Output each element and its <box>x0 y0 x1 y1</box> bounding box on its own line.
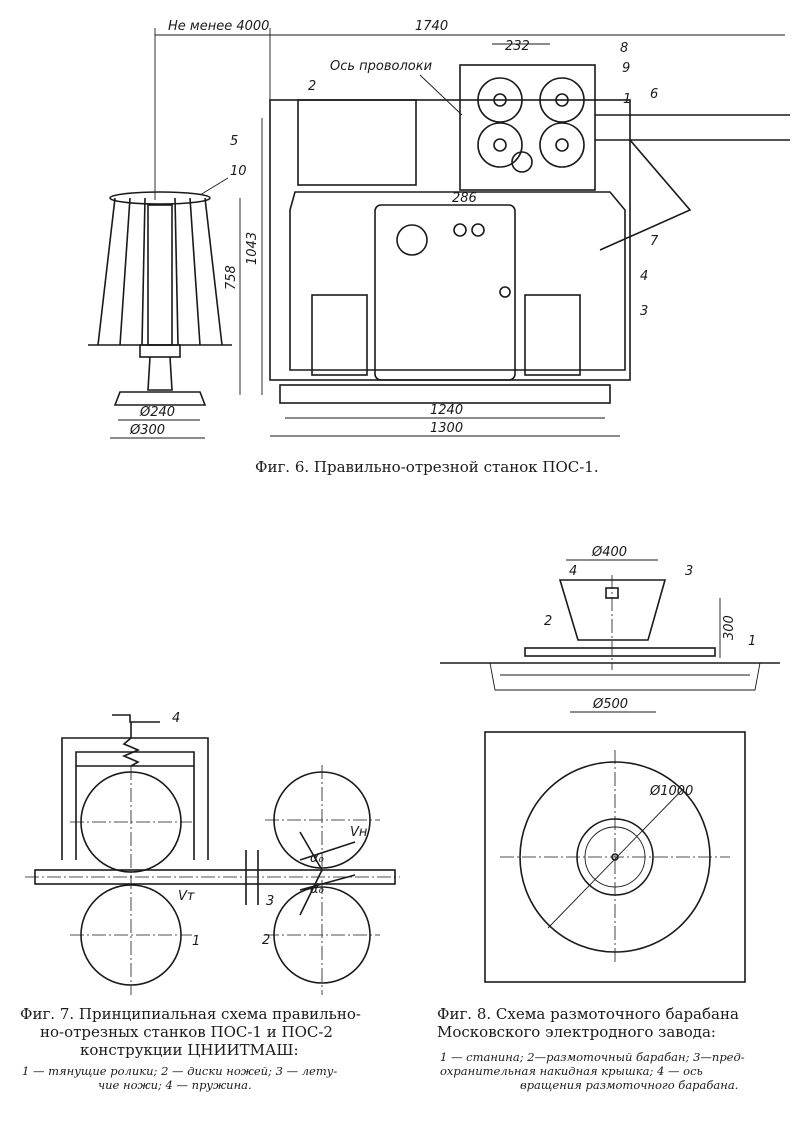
dim-758: 758 <box>224 265 239 290</box>
fig8-caption-line-2: Московского электродного завода: <box>437 1023 716 1041</box>
fig8-label-4: 4 <box>569 564 577 579</box>
figure-6-drawing: Не менее 4000 1740 232 Ось проволоки 10 … <box>88 19 790 439</box>
label-2: 2 <box>262 933 270 948</box>
dim-1240: 1240 <box>430 403 463 418</box>
figure-7-legend: 1 — тянущие ролики; 2 — диски ножей; 3 —… <box>22 1064 422 1092</box>
figure-8-legend: 1 — станина; 2—размоточный барабан; 3—пр… <box>440 1050 805 1092</box>
fig7-legend-line-2: чие ножи; 4 — пружина. <box>98 1078 252 1092</box>
fig8-legend-line-3: вращения размоточного барабана. <box>520 1078 739 1092</box>
callout-6: 6 <box>650 87 658 102</box>
label-vt: Vт <box>178 889 195 904</box>
dim-d300: Ø300 <box>129 423 165 438</box>
label-3: 3 <box>266 894 274 909</box>
fig8-label-3: 3 <box>685 564 693 579</box>
fig7-caption-line-3: конструкции ЦНИИТМАШ: <box>80 1041 299 1059</box>
wire-axis-label: Ось проволоки <box>330 59 432 74</box>
fig7-caption-line-2: но-отрезных станков ПОС-1 и ПОС-2 <box>40 1023 333 1041</box>
callout-4: 4 <box>640 269 648 284</box>
callout-2: 2 <box>308 79 316 94</box>
callout-10: 10 <box>230 164 247 179</box>
dim-d240: Ø240 <box>139 405 175 420</box>
label-4: 4 <box>172 711 180 726</box>
figure-6-caption: Фиг. 6. Правильно-отрезной станок ПОС-1. <box>255 458 599 476</box>
dim-d400: Ø400 <box>591 545 627 560</box>
dim-d500: Ø500 <box>592 697 628 712</box>
callout-3: 3 <box>640 304 648 319</box>
callout-8: 8 <box>620 41 628 56</box>
label-alpha-top: α₀ <box>310 851 325 866</box>
callout-1: 1 <box>623 92 631 107</box>
fig8-legend-line-1: 1 — станина; 2—размоточный барабан; 3—пр… <box>440 1050 745 1064</box>
fig8-label-2: 2 <box>544 614 552 629</box>
fig8-label-1: 1 <box>748 634 756 649</box>
label-1: 1 <box>192 934 200 949</box>
fig8-legend-line-2: охранительная накидная крышка; 4 — ось <box>440 1064 703 1078</box>
dim-min-length: Не менее 4000 <box>168 19 269 34</box>
callout-9: 9 <box>622 61 630 76</box>
fig7-caption-line-1: Фиг. 7. Принципиальная схема правильно- <box>20 1005 361 1023</box>
dim-1300: 1300 <box>430 421 463 436</box>
dim-h300: 300 <box>722 615 737 640</box>
dim-286: 286 <box>452 191 477 206</box>
fig8-caption-line-1: Фиг. 8. Схема размоточного барабана <box>437 1005 739 1023</box>
dim-d1000: Ø1000 <box>649 784 693 799</box>
callout-5: 5 <box>230 134 238 149</box>
figure-7-caption: Фиг. 7. Принципиальная схема правильно- … <box>20 1005 420 1059</box>
dim-1043: 1043 <box>245 232 260 265</box>
figure-8-caption: Фиг. 8. Схема размоточного барабана Моск… <box>437 1005 807 1041</box>
label-vh: Vн <box>350 825 368 840</box>
fig7-legend-line-1: 1 — тянущие ролики; 2 — диски ножей; 3 —… <box>22 1064 338 1078</box>
label-alpha-bottom: α₀ <box>310 882 325 897</box>
callout-7: 7 <box>650 234 659 249</box>
dim-232: 232 <box>505 39 530 54</box>
dim-1740: 1740 <box>415 19 448 34</box>
